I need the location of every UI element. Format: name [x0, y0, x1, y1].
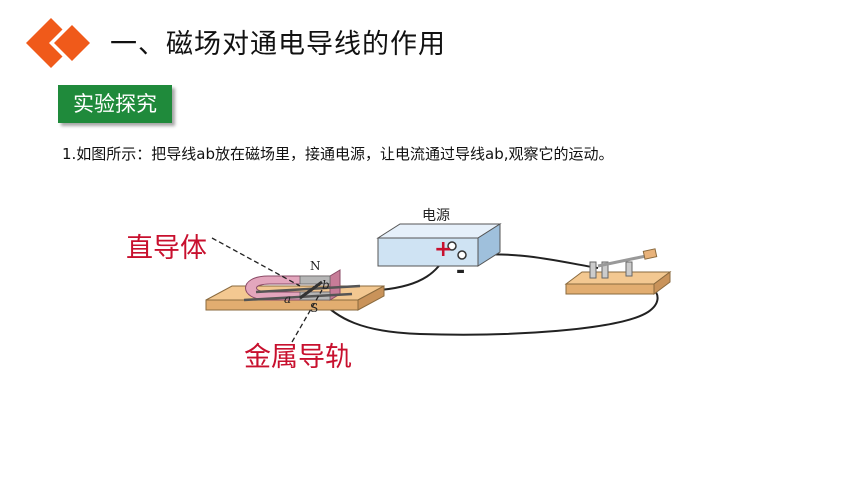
label-straight-conductor: 直导体 [126, 233, 207, 264]
metal-rail-front [243, 292, 353, 302]
experiment-badge: 实验探究 [58, 85, 172, 123]
wire-b-label: b [322, 278, 330, 292]
label-metal-rail: 金属导轨 [244, 342, 352, 373]
magnet-south-label: S [310, 301, 318, 315]
magnet-north-label: N [310, 259, 321, 273]
metal-rail-back [255, 284, 361, 294]
wire-a-label: a [284, 292, 291, 306]
instruction-text: 1.如图所示：把导线ab放在磁场里，接通电源，让电流通过导线ab,观察它的运动。 [62, 145, 614, 163]
leader-line-wire [211, 237, 301, 287]
wire-return [319, 287, 659, 336]
diamond-logo-icon [26, 18, 95, 68]
minus-sign: - [456, 259, 465, 284]
plus-sign: + [434, 237, 452, 262]
conductor-ab [299, 280, 323, 300]
knife-switch [564, 248, 672, 295]
power-supply [376, 223, 502, 267]
leader-line-rail [291, 289, 323, 343]
page-title: 一、磁场对通电导线的作用 [110, 29, 446, 60]
power-supply-label: 电源 [422, 208, 450, 224]
